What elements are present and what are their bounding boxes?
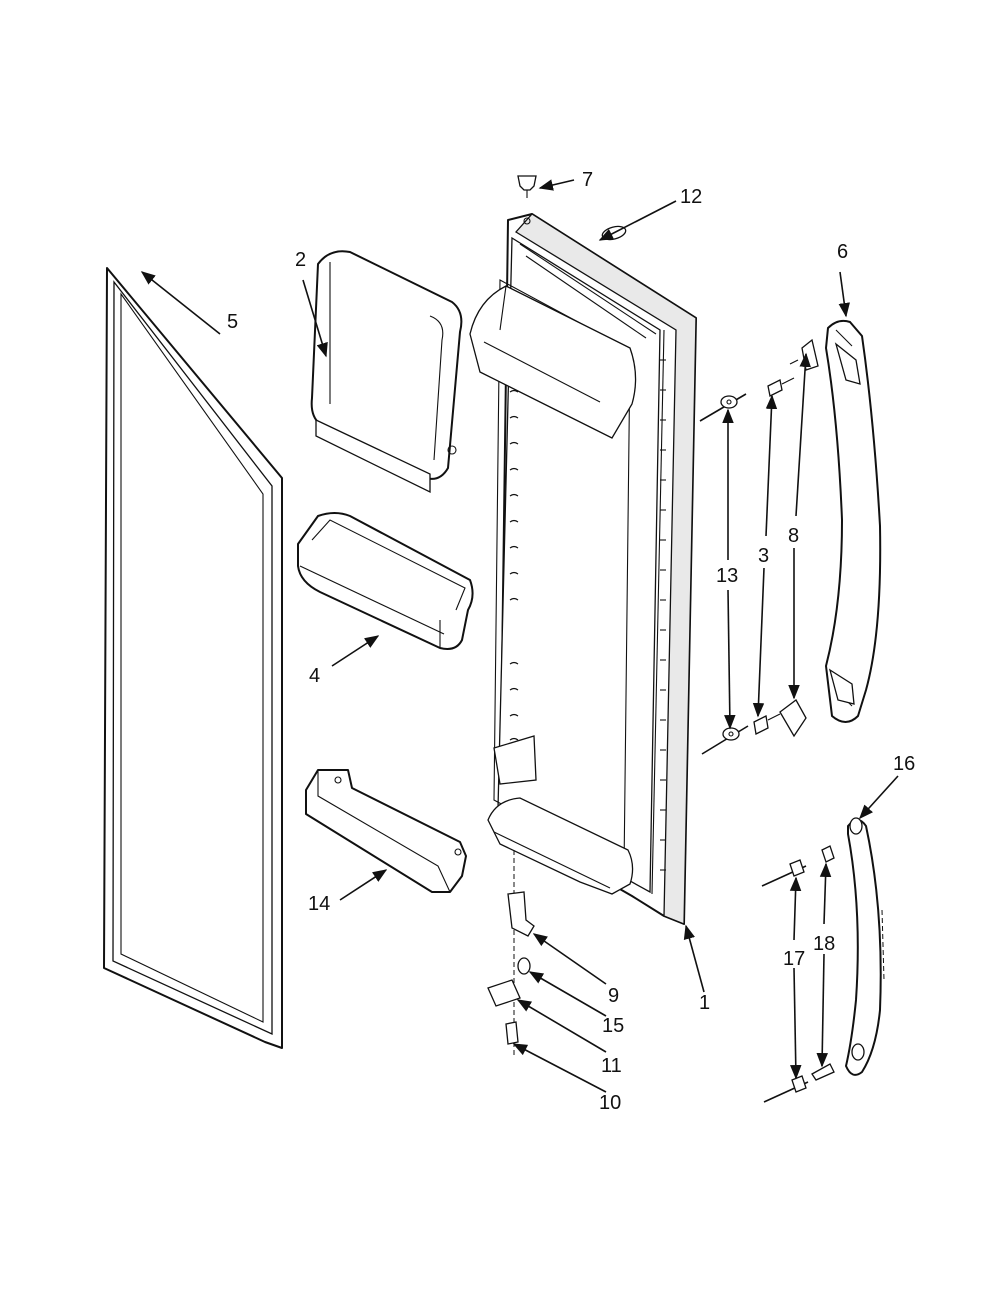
callout-4: 4 (309, 665, 320, 687)
callout-14: 14 (308, 893, 330, 915)
lower-handle-part (845, 817, 885, 1076)
callout-18: 18 (813, 933, 835, 955)
callout-15: 15 (602, 1015, 624, 1037)
lower-handle-hardware (761, 845, 835, 1103)
callout-12: 12 (680, 186, 702, 208)
handle-hardware-upper (699, 338, 819, 422)
callout-labels: 7 12 2 5 6 13 3 8 4 16 14 17 18 9 1 15 1… (227, 169, 915, 1114)
hinge-assembly-part (487, 850, 535, 1058)
dairy-door-part (310, 250, 463, 494)
callout-13: 13 (716, 565, 738, 587)
callout-10: 10 (599, 1092, 621, 1114)
door-shelf-part (305, 769, 467, 893)
callout-7: 7 (582, 169, 593, 191)
callout-11: 11 (601, 1055, 622, 1077)
top-screw-part (517, 175, 537, 225)
callout-6: 6 (837, 241, 848, 263)
door-handle-part (825, 319, 882, 723)
callout-2: 2 (295, 249, 306, 271)
callout-1: 1 (699, 992, 710, 1014)
callout-3: 3 (758, 545, 769, 567)
leader-lines (140, 179, 899, 1093)
callout-16: 16 (893, 753, 915, 775)
handle-hardware-lower (701, 699, 807, 755)
callout-8: 8 (788, 525, 799, 547)
door-bin-part (297, 512, 474, 650)
callout-5: 5 (227, 311, 238, 333)
callout-9: 9 (608, 985, 619, 1007)
callout-17: 17 (783, 948, 805, 970)
refrigerator-door-part (469, 213, 697, 925)
door-gasket-part (103, 267, 283, 1049)
